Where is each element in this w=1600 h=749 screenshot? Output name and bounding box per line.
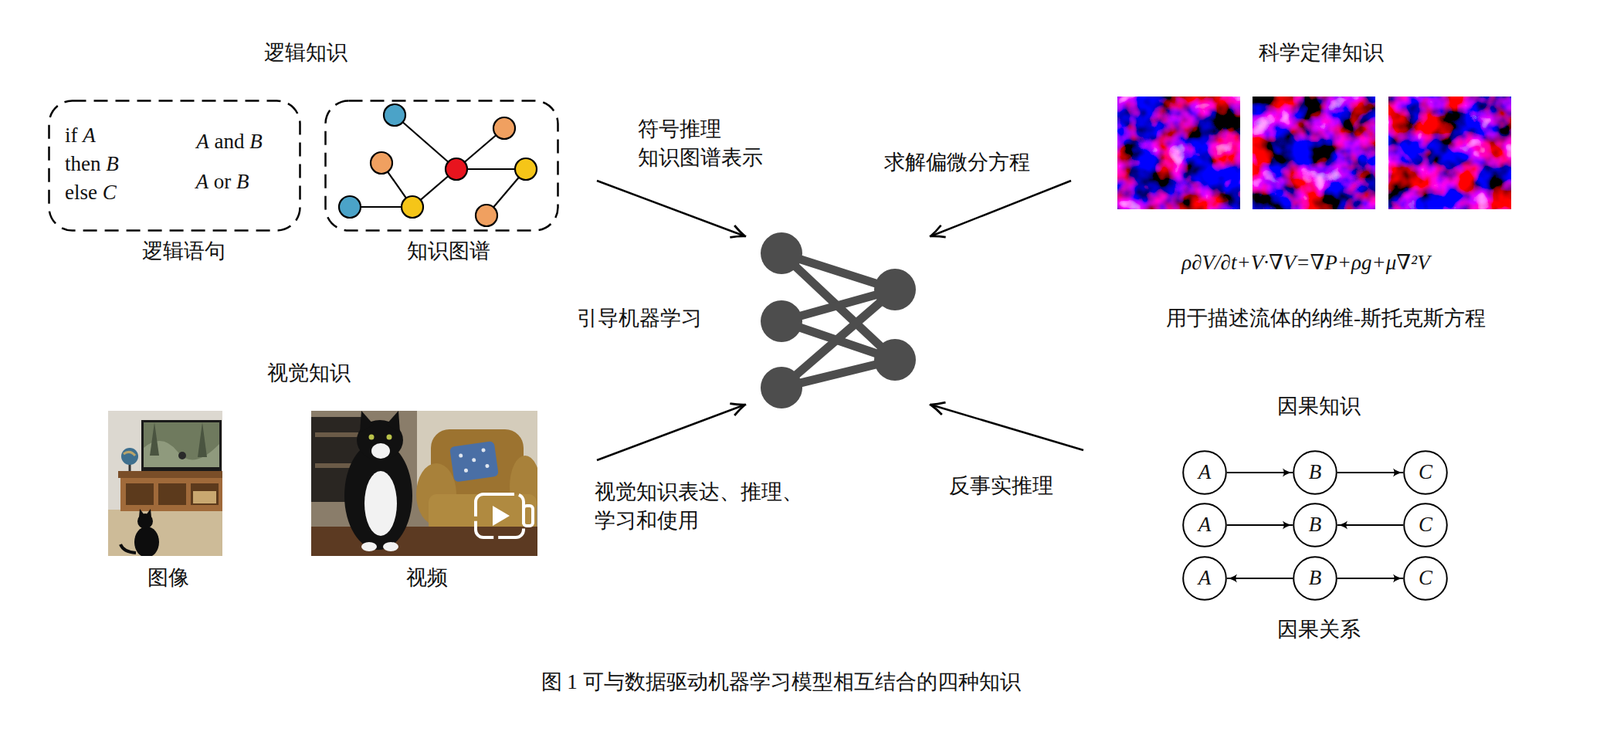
variable-name: C: [1418, 511, 1433, 539]
circle-shape: [1403, 503, 1448, 547]
logic-sentence: A or B: [196, 168, 250, 196]
dashed-outline: [324, 99, 560, 232]
variable-letter: B: [105, 152, 119, 176]
variable-name: A: [1198, 564, 1212, 592]
image-caption: 图像: [147, 564, 190, 592]
variable-letter: B: [236, 169, 250, 194]
group-heading: 因果知识: [1277, 393, 1361, 421]
arrow-label: 求解偏微分方程: [884, 149, 1031, 177]
variable-letter: B: [249, 129, 263, 153]
causal-variable: B: [1292, 450, 1338, 495]
causal-variable: C: [1403, 502, 1448, 548]
variable-letter: A: [82, 123, 96, 147]
causal-arrow: [1337, 524, 1404, 526]
variable-letter: A: [196, 169, 210, 194]
circle-shape: [1403, 450, 1448, 495]
circle-shape: [1183, 503, 1227, 547]
causal-variable: B: [1292, 502, 1338, 548]
dashed-shape: [49, 101, 301, 231]
circle-shape: [1403, 556, 1448, 600]
causal-arrow: [1227, 524, 1293, 526]
circle-shape: [1293, 450, 1337, 495]
arrow-label: 引导机器学习: [576, 305, 702, 333]
causal-variable: A: [1182, 502, 1228, 548]
text-line: else C: [64, 178, 119, 207]
image-caption: 视频: [406, 564, 448, 592]
circle-shape: [1183, 556, 1227, 600]
group-heading: 科学定律知识: [1258, 39, 1384, 67]
group-heading: 视觉知识: [267, 359, 351, 387]
causal-variable: B: [1292, 555, 1338, 601]
logic-sentence: if A then B else C: [64, 121, 119, 207]
box-caption: 知识图谱: [406, 237, 491, 265]
text-line: A and B: [196, 129, 262, 153]
dashed-shape: [325, 101, 559, 231]
variable-name: C: [1418, 458, 1433, 486]
variable-name: B: [1308, 458, 1323, 486]
variable-name: B: [1308, 564, 1323, 592]
arrow-label: 视觉知识表达、推理、学习和使用: [594, 477, 810, 536]
knowledge-graph: [338, 104, 537, 227]
circle-shape: [1293, 503, 1337, 547]
variable-name: C: [1418, 564, 1433, 592]
variable-letter: A: [196, 129, 210, 153]
circle-shape: [1293, 556, 1337, 600]
text-line: then B: [64, 149, 119, 179]
fluid-image: [1117, 96, 1512, 210]
graph-box: 知识图谱: [324, 99, 560, 232]
variable-name: B: [1308, 511, 1323, 539]
causal-variable: C: [1403, 450, 1448, 495]
photo-image: [108, 410, 223, 558]
causal-arrow: [1227, 471, 1293, 474]
equation-caption: 用于描述流体的纳维-斯托克斯方程: [1166, 305, 1486, 333]
circle-shape: [1183, 450, 1227, 495]
causal-variable: A: [1182, 555, 1228, 601]
variable-name: A: [1198, 511, 1212, 539]
neural-network: [760, 232, 916, 409]
variable-name: A: [1198, 458, 1212, 486]
text-line: A or B: [196, 169, 250, 194]
causal-arrow: [1337, 471, 1404, 474]
equation: ρ∂V/∂t+V·∇V=∇P+ρg+μ∇²V: [1181, 249, 1430, 277]
logic-sentence: A and B: [196, 128, 262, 156]
box-caption: 逻辑语句: [142, 237, 226, 265]
arrow-label: 反事实推理: [949, 472, 1054, 500]
variable-letter: C: [102, 180, 117, 204]
causal-arrow: [1227, 577, 1293, 580]
causal-variable: C: [1403, 555, 1448, 601]
arrow-label: 符号推理 知识图谱表示: [637, 115, 770, 173]
figure-sub-caption: 因果关系: [1277, 616, 1361, 644]
causal-arrow: [1337, 577, 1404, 580]
photo-video: [311, 410, 541, 556]
logic-box: if A then B else CA and BA or B逻辑语句: [47, 99, 302, 232]
figure-caption: 图 1 可与数据驱动机器学习模型相互结合的四种知识: [541, 668, 1021, 696]
text-line: if A: [64, 121, 119, 150]
causal-variable: A: [1182, 450, 1228, 495]
group-heading: 逻辑知识: [264, 39, 348, 67]
